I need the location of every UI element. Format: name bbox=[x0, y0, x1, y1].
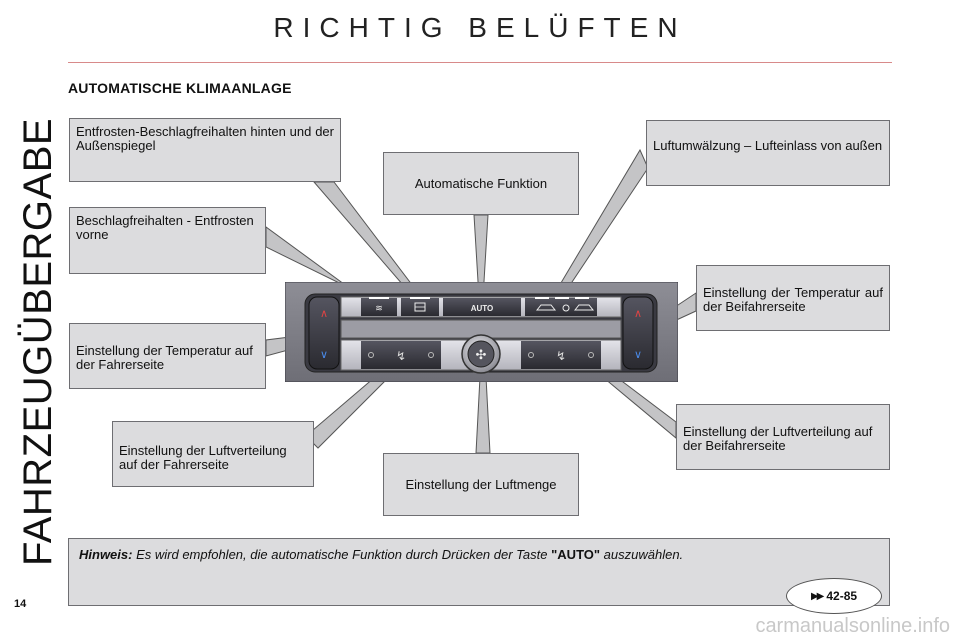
section-heading: AUTOMATISCHE KLIMAANLAGE bbox=[68, 80, 292, 96]
driver-airflow-icon: ↯ bbox=[396, 349, 406, 363]
passenger-temp-up-icon: ∧ bbox=[634, 307, 642, 320]
callout-air-amount: Einstellung der Luftmenge bbox=[383, 453, 579, 516]
front-defrost-icon: ≋ bbox=[375, 304, 383, 314]
driver-temp-down-icon: ∨ bbox=[320, 348, 328, 361]
callout-passenger-temp: Einstellung der Temperatur auf der Beifa… bbox=[696, 265, 890, 331]
hint-label: Hinweis: bbox=[79, 547, 133, 562]
callout-driver-temp: Einstellung der Temperatur auf der Fahre… bbox=[69, 323, 266, 389]
title-divider bbox=[68, 62, 892, 63]
page-title: RICHTIG BELÜFTEN bbox=[273, 12, 687, 43]
recirculation-button bbox=[525, 298, 597, 316]
recirculation-car-icon bbox=[535, 304, 557, 311]
driver-temp-up-icon: ∧ bbox=[320, 307, 328, 320]
recirculation-fan-icon bbox=[562, 304, 570, 312]
passenger-temp-rocker bbox=[622, 296, 654, 370]
fan-icon: ✣ bbox=[476, 348, 487, 363]
front-defrost-button bbox=[361, 298, 397, 316]
panel-auto-label: AUTO bbox=[471, 304, 494, 313]
callout-recirculation: Luftumwälzung – Lufteinlass von außen bbox=[646, 120, 890, 186]
chapter-side-title: FAHRZEUGÜBERGABE bbox=[16, 117, 60, 566]
hint-text-before: Es wird empfohlen, die automatische Funk… bbox=[136, 547, 548, 562]
page-number: 14 bbox=[14, 598, 27, 610]
page-reference-text: 42-85 bbox=[826, 589, 858, 603]
watermark: carmanualsonline.info bbox=[755, 615, 950, 637]
fresh-air-car-icon bbox=[573, 304, 595, 311]
callout-driver-airflow: Einstellung der Luftverteilung auf der F… bbox=[112, 421, 314, 487]
page-reference-badge[interactable]: ▶▶ 42-85 bbox=[786, 578, 882, 614]
passenger-airflow-icon: ↯ bbox=[556, 349, 566, 363]
driver-temp-rocker bbox=[308, 296, 340, 370]
callout-rear-defrost: Entfrosten-Beschlagfreihalten hinten und… bbox=[69, 118, 341, 182]
passenger-airflow-rocker bbox=[521, 341, 601, 369]
callout-front-defrost: Beschlagfreihalten - Entfrosten vorne bbox=[69, 207, 266, 274]
climate-control-panel: ∧ ∨ ∧ ∨ ≋ AUTO ↯ ↯ bbox=[284, 281, 679, 387]
driver-airflow-rocker bbox=[361, 341, 441, 369]
callout-passenger-airflow: Einstellung der Luftverteilung auf der B… bbox=[676, 404, 890, 470]
fast-forward-icon: ▶▶ bbox=[810, 590, 824, 602]
auto-button bbox=[443, 298, 521, 316]
hint-text-after: auszuwählen. bbox=[603, 547, 684, 562]
passenger-temp-down-icon: ∨ bbox=[634, 348, 642, 361]
hint-keyword: "AUTO" bbox=[551, 547, 601, 562]
callout-auto-function: Automatische Funktion bbox=[383, 152, 579, 215]
hint-box: Hinweis: Es wird empfohlen, die automati… bbox=[68, 538, 890, 606]
